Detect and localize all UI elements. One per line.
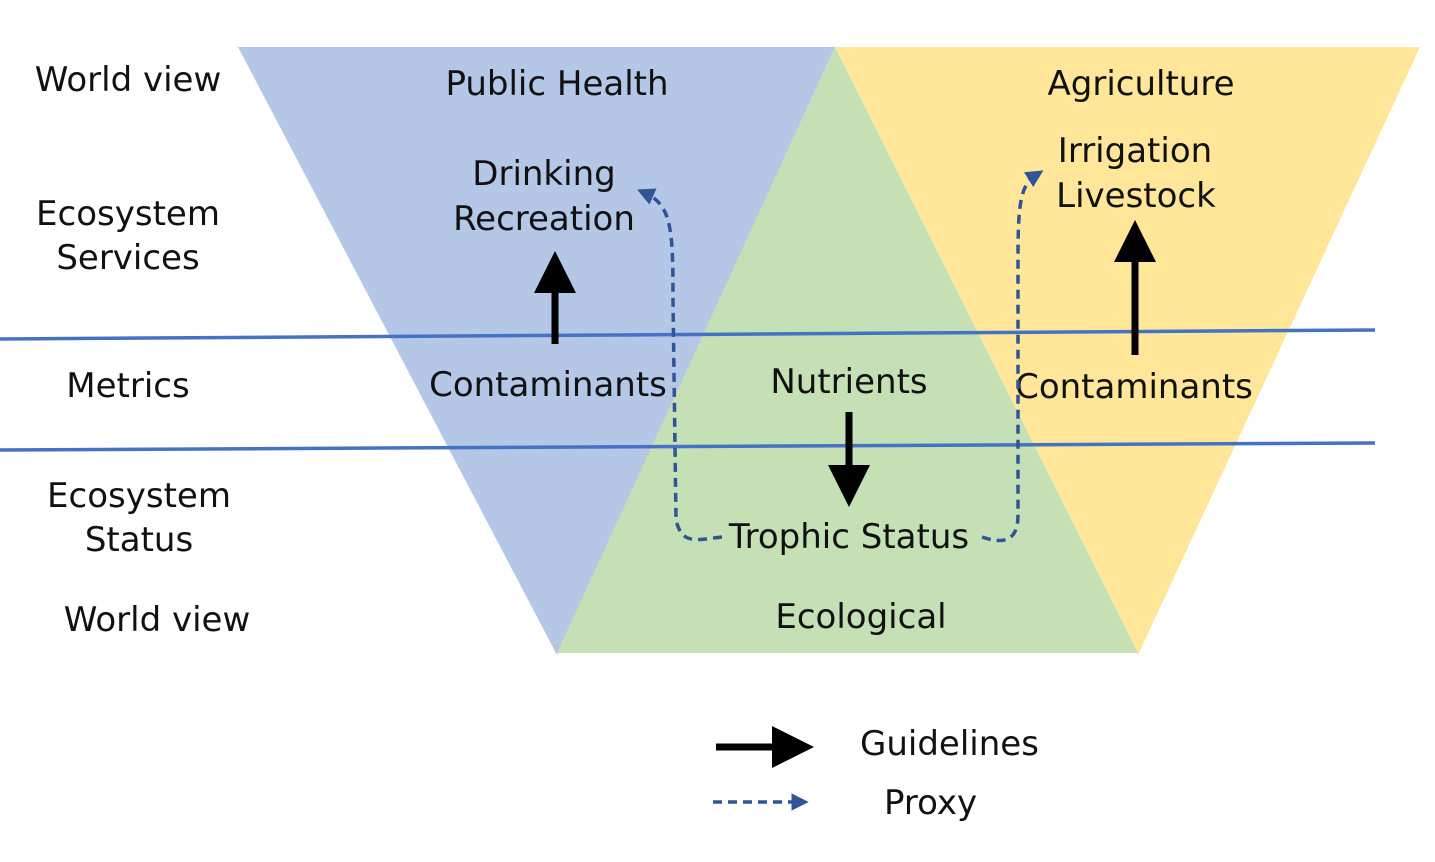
proxy-arrow-to-public-health <box>637 188 723 542</box>
ecological-metric: Nutrients <box>770 362 927 402</box>
metrics-top-divider <box>0 328 1376 341</box>
legend-guidelines-label: Guidelines <box>860 724 1039 764</box>
agriculture-triangle <box>835 47 1420 655</box>
public-health-triangle <box>238 47 835 655</box>
agriculture-service-irrigation: Irrigation <box>1058 131 1212 171</box>
agriculture-service-livestock: Livestock <box>1056 176 1216 216</box>
public-health-metric: Contaminants <box>429 365 667 405</box>
proxy-arrow-to-agriculture <box>981 170 1044 543</box>
ecological-triangle <box>557 47 1138 653</box>
legend: Guidelines Proxy <box>713 724 1039 823</box>
row-label-ecosystem-services-line1: Ecosystem <box>36 194 220 234</box>
public-health-service-recreation: Recreation <box>453 199 635 239</box>
metrics-bottom-divider <box>0 441 1376 452</box>
agriculture-metric: Contaminants <box>1015 367 1253 407</box>
row-label-ecosystem-services-line2: Services <box>56 238 199 278</box>
row-label-world-view-top: World view <box>35 60 222 100</box>
ecological-title: Ecological <box>775 597 946 637</box>
row-label-metrics: Metrics <box>66 366 189 406</box>
row-label-ecosystem-status-line2: Status <box>85 520 193 560</box>
agriculture-title: Agriculture <box>1048 64 1235 104</box>
row-label-world-view-bottom: World view <box>64 600 251 640</box>
legend-proxy-label: Proxy <box>884 783 977 823</box>
row-label-ecosystem-status-line1: Ecosystem <box>47 476 231 516</box>
ecological-status: Trophic Status <box>728 517 969 557</box>
public-health-title: Public Health <box>445 64 668 104</box>
public-health-service-drinking: Drinking <box>472 154 615 194</box>
